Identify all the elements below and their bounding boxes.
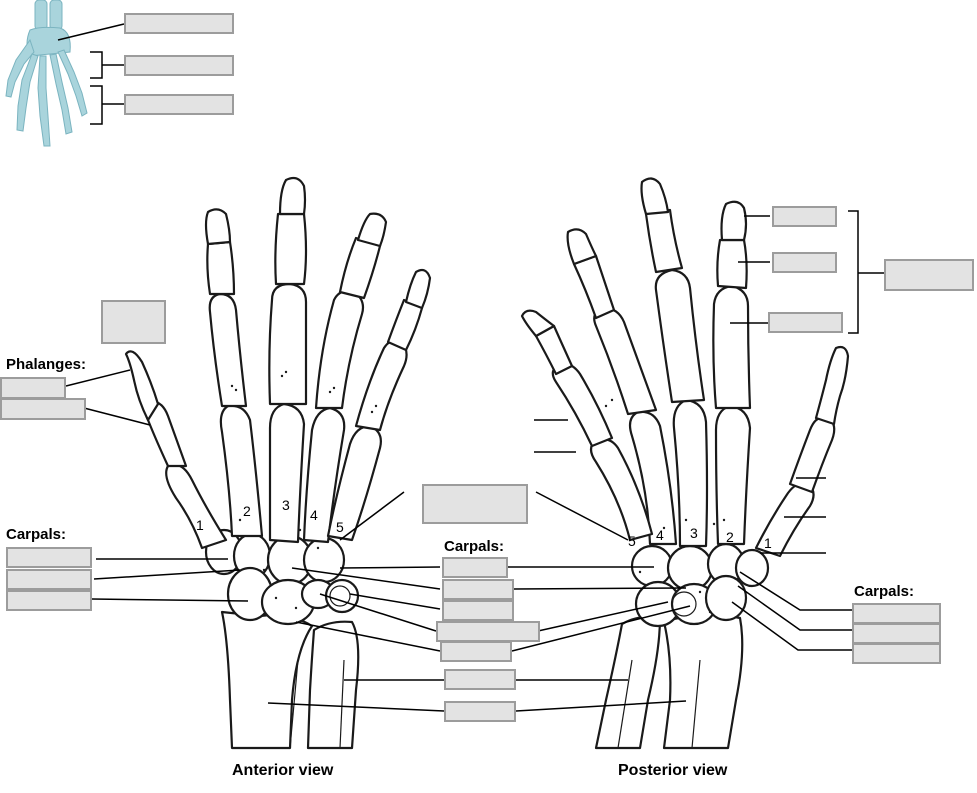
- blank-label-box[interactable]: [124, 13, 234, 34]
- blank-label-box[interactable]: [422, 484, 528, 524]
- posterior-digit-1-number: 1: [764, 535, 772, 551]
- blank-label-box[interactable]: [852, 623, 941, 644]
- posterior-view-title: Posterior view: [618, 762, 728, 779]
- blank-label-box[interactable]: [124, 55, 234, 76]
- blank-label-box[interactable]: [768, 312, 843, 333]
- blank-label-box[interactable]: [444, 669, 516, 690]
- posterior-digit-5-number: 5: [628, 533, 636, 549]
- blank-label-box[interactable]: [0, 377, 66, 399]
- posterior-digit-4-number: 4: [656, 527, 664, 543]
- blank-label-box[interactable]: [0, 398, 86, 420]
- posterior-bone-texture: [604, 398, 726, 614]
- blank-label-box[interactable]: [442, 579, 514, 600]
- anterior-digit-4-number: 4: [310, 507, 318, 523]
- blank-label-box[interactable]: [6, 569, 92, 590]
- posterior-digit-2-number: 2: [726, 529, 734, 545]
- blank-label-box[interactable]: [852, 643, 941, 664]
- posterior-digit-3-number: 3: [690, 525, 698, 541]
- blank-label-box[interactable]: [772, 252, 837, 273]
- posterior-radius-bone: [662, 613, 744, 750]
- thumbnail-leader-lines: [57, 23, 125, 125]
- blank-label-box[interactable]: [444, 701, 516, 722]
- thumbnail-hand-icon: [5, 0, 88, 147]
- anterior-digit-2-number: 2: [243, 503, 251, 519]
- blank-label-box[interactable]: [101, 300, 166, 344]
- blank-label-box[interactable]: [6, 547, 92, 568]
- anterior-digit-numbers: 1 2 3 4 5: [196, 497, 344, 535]
- phalanges-section-label: Phalanges:: [6, 356, 87, 373]
- anterior-view-title: Anterior view: [232, 762, 334, 779]
- blank-label-box[interactable]: [772, 206, 837, 227]
- blank-label-box[interactable]: [852, 603, 941, 624]
- blank-label-box[interactable]: [436, 621, 540, 642]
- blank-label-box[interactable]: [6, 590, 92, 611]
- posterior-hand-skeleton: [520, 177, 850, 750]
- blank-label-box[interactable]: [124, 94, 234, 115]
- anterior-digit-1-number: 1: [196, 517, 204, 533]
- anterior-digit-5-number: 5: [336, 519, 344, 535]
- posterior-digit-numbers: 5 4 3 2 1: [628, 525, 772, 551]
- blank-label-box[interactable]: [884, 259, 974, 291]
- carpals-section-label-center: Carpals:: [444, 538, 505, 555]
- blank-label-box[interactable]: [440, 641, 512, 662]
- anterior-ulna-bone: [306, 620, 360, 750]
- anterior-radius-bone: [220, 610, 314, 750]
- anterior-bone-texture: [230, 370, 378, 610]
- anterior-hand-skeleton: [124, 176, 432, 750]
- carpals-section-label-right: Carpals:: [854, 583, 915, 600]
- leader-lines: [65, 210, 884, 712]
- blank-label-box[interactable]: [442, 557, 508, 578]
- carpals-section-label-left: Carpals:: [6, 526, 67, 543]
- blank-label-box[interactable]: [442, 600, 514, 621]
- anterior-digit-3-number: 3: [282, 497, 290, 513]
